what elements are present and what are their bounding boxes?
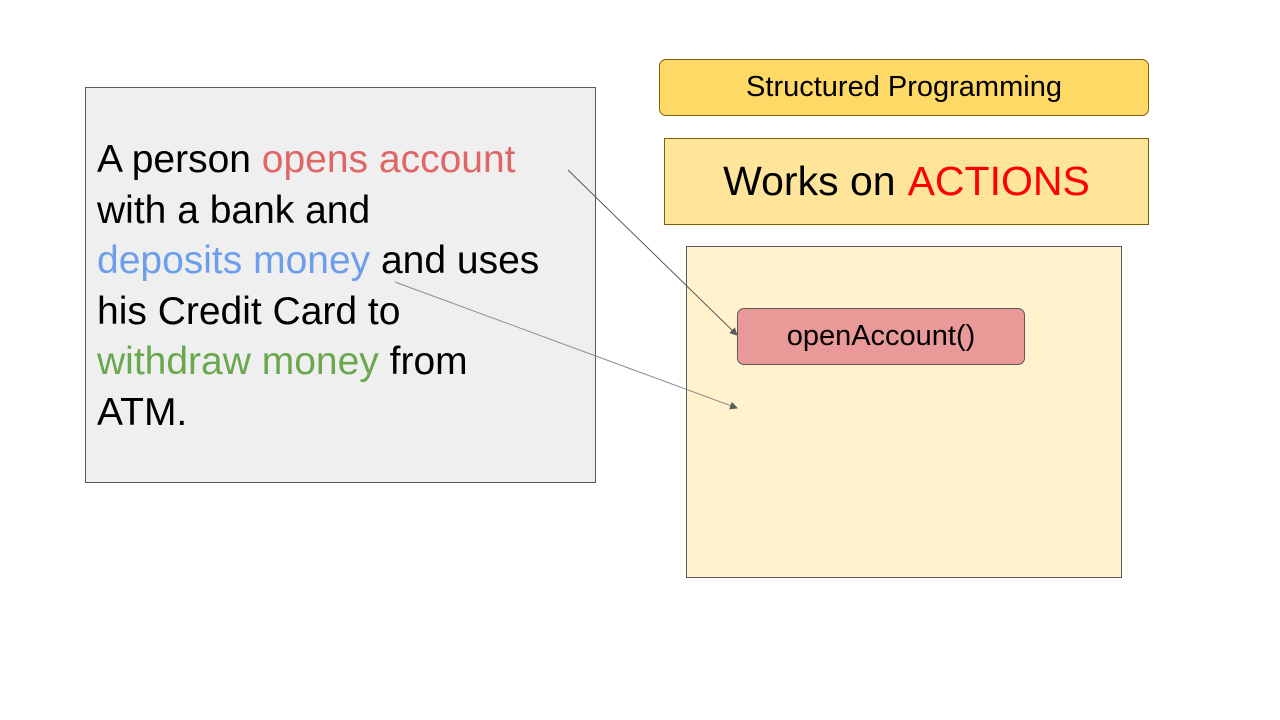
- works-on-label: Works on: [723, 158, 896, 204]
- story-line1-text: A person: [97, 138, 262, 181]
- actions-container: [686, 246, 1122, 578]
- story-line5-text: from: [378, 340, 468, 383]
- deposits-money-phrase: deposits money: [97, 239, 371, 282]
- story-line3-text: and uses: [370, 239, 540, 282]
- actions-label: ACTIONS: [907, 158, 1090, 204]
- withdraw-money-phrase: withdraw money: [97, 340, 379, 383]
- open-account-method: openAccount(): [737, 308, 1025, 365]
- story-line4-text: his Credit Card to: [97, 289, 401, 333]
- structured-programming-title: Structured Programming: [659, 59, 1149, 116]
- story-line2-text: with a bank and: [97, 188, 371, 232]
- opens-account-phrase: opens account: [261, 138, 516, 181]
- story-line6-text: ATM.: [97, 390, 188, 434]
- story-text: A person opens account with a bank and dep…: [97, 135, 597, 438]
